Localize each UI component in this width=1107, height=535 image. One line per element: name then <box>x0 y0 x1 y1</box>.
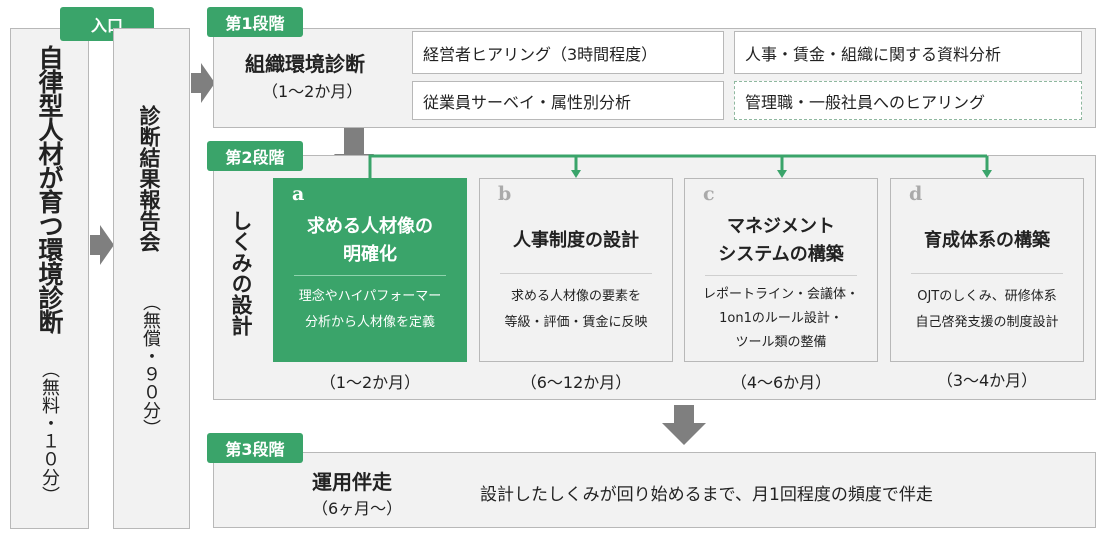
arrow-down-icon <box>662 405 706 445</box>
entry-title: 自律型人材が育つ環境診断 <box>35 45 64 333</box>
card-duration: （3～4か月） <box>936 371 1038 390</box>
stage3-description: 設計したしくみが回り始めるまで、月1回程度の頻度で伴走 <box>480 485 933 505</box>
stage3-title: 運用伴走 <box>312 470 392 494</box>
card-title: 人事制度の設計 <box>513 230 639 251</box>
report-note: （無償・９０分） <box>140 293 161 437</box>
card-description: 分析から人材像を定義 <box>304 315 435 330</box>
arrow-right-icon <box>191 63 215 103</box>
card-description: 理念やハイパフォーマー <box>298 289 442 304</box>
stage1-item: 従業員サーベイ・属性別分析 <box>412 81 724 120</box>
card-letter: b <box>498 183 512 205</box>
card-a: a 求める人材像の 明確化 理念やハイパフォーマー 分析から人材像を定義 <box>273 178 467 362</box>
card-duration: （1～2か月） <box>319 373 421 392</box>
stage1-item: 経営者ヒアリング（3時間程度） <box>412 31 724 74</box>
card-c: c マネジメント システムの構築 レポートライン・会議体・ 1on1のルール設計… <box>684 178 878 362</box>
card-divider <box>500 273 652 274</box>
card-description: 1on1のルール設計・ <box>719 311 843 326</box>
card-duration: （4～6か月） <box>730 373 832 392</box>
entry-box <box>10 28 89 529</box>
stage2-label: しくみの設計 <box>229 210 253 336</box>
arrow-right-icon <box>90 225 114 265</box>
stage1-title: 組織環境診断 <box>245 52 365 76</box>
stage3-duration: （6ヶ月～） <box>312 499 403 518</box>
card-title: 明確化 <box>343 244 397 265</box>
stage1-item: 人事・賃金・組織に関する資料分析 <box>734 31 1082 74</box>
card-description: ツール類の整備 <box>735 335 827 350</box>
card-title: 求める人材像の <box>307 216 433 237</box>
stage2-tag: 第2段階 <box>207 141 303 171</box>
stage3-box <box>213 452 1096 528</box>
card-b: b 人事制度の設計 求める人材像の要素を 等級・評価・賃金に反映 <box>479 178 673 362</box>
stage1-duration: （1～2か月） <box>262 82 363 101</box>
card-letter: a <box>292 183 305 205</box>
card-description: レポートライン・会議体・ <box>702 287 859 302</box>
entry-tag: 入口 <box>60 7 154 41</box>
card-title: 育成体系の構築 <box>924 230 1050 251</box>
card-letter: c <box>703 183 715 205</box>
card-title: マネジメント <box>727 216 835 237</box>
card-divider <box>294 275 446 276</box>
connector-lines <box>368 154 992 178</box>
card-description: OJTのしくみ、研修体系 <box>917 289 1057 304</box>
card-d: d 育成体系の構築 OJTのしくみ、研修体系 自己啓発支援の制度設計 <box>890 178 1084 362</box>
report-title: 診断結果報告会 <box>137 105 161 252</box>
stage1-tag: 第1段階 <box>207 7 303 37</box>
card-letter: d <box>909 183 923 205</box>
card-description: 自己啓発支援の制度設計 <box>915 315 1059 330</box>
card-divider <box>705 275 857 276</box>
stage3-tag: 第3段階 <box>207 433 303 463</box>
report-box <box>113 28 190 529</box>
card-description: 求める人材像の要素を <box>510 289 641 304</box>
card-divider <box>911 273 1063 274</box>
entry-note: （無料・１０分） <box>39 360 60 504</box>
card-title: システムの構築 <box>718 244 844 265</box>
card-description: 等級・評価・賃金に反映 <box>504 315 648 330</box>
stage1-item: 管理職・一般社員へのヒアリング <box>734 81 1082 120</box>
card-duration: （6～12か月） <box>520 373 632 392</box>
